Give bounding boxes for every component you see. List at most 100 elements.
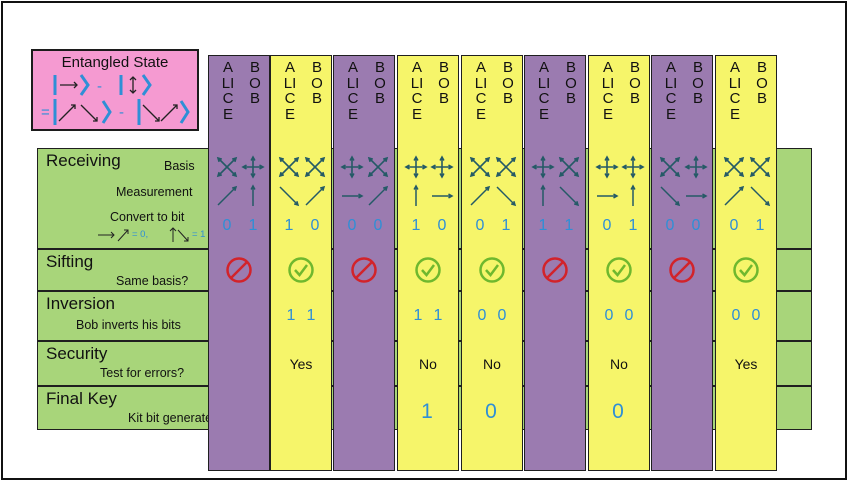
alice-label: ALICE: [537, 59, 551, 123]
column-names: ALICE BOB: [589, 60, 649, 150]
column-names: ALICE BOB: [209, 60, 269, 150]
security-result: Yes: [289, 356, 313, 372]
inversion-title: Inversion: [46, 294, 115, 313]
inverted-bit: 0: [604, 307, 614, 324]
alice-basis-plus-icon: [595, 155, 619, 179]
bob-measurement-vert-icon: [630, 184, 636, 206]
bob-basis-cross-icon: [749, 156, 771, 178]
alice-bit: 1: [538, 217, 548, 234]
alice-bit: 1: [411, 217, 421, 234]
alice-label: ALICE: [664, 59, 678, 123]
check-icon: [606, 257, 632, 283]
alice-measurement-diag-up-icon: [217, 185, 238, 206]
bob-bit: 1: [501, 217, 511, 234]
bob-label: BOB: [629, 59, 641, 107]
entangled-state-title: Entangled State: [61, 54, 169, 71]
column-names: ALICE BOB: [652, 60, 712, 150]
no-entry-icon: [669, 257, 695, 283]
final-key-title: Final Key: [46, 389, 117, 408]
security-result: No: [610, 356, 628, 372]
security-result: Yes: [734, 356, 758, 372]
alice-label: ALICE: [601, 59, 615, 123]
receiving-title: Receiving: [46, 151, 121, 170]
bob-label: BOB: [249, 59, 261, 107]
security-result: No: [419, 356, 437, 372]
no-entry-icon: [226, 257, 252, 283]
bob-basis-plus-icon: [621, 155, 645, 179]
bob-bit: 0: [373, 217, 383, 234]
alice-basis-cross-icon: [216, 156, 238, 178]
legend-zero: = 0,: [132, 229, 149, 240]
alice-bit: 0: [729, 217, 739, 234]
alice-label: ALICE: [221, 59, 235, 123]
bob-bit: 1: [628, 217, 638, 234]
legend-one: = 1: [192, 229, 206, 240]
alice-basis-cross-icon: [469, 156, 491, 178]
alice-basis-plus-icon: [404, 155, 428, 179]
bob-measurement-horiz-icon: [432, 193, 454, 199]
alice-bit: 0: [665, 217, 675, 234]
alice-label: ALICE: [346, 59, 360, 123]
inversion-sub: Bob inverts his bits: [76, 318, 181, 332]
inverted-bit: 0: [624, 307, 634, 324]
alice-basis-plus-icon: [340, 155, 364, 179]
bob-bit: 1: [564, 217, 574, 234]
bob-bit: 0: [310, 217, 320, 234]
sifting-sub: Same basis?: [116, 274, 189, 288]
security-sub: Test for errors?: [100, 366, 185, 380]
bob-basis-cross-icon: [558, 156, 580, 178]
bob-measurement-diag-up-icon: [305, 185, 326, 206]
alice-bit: 0: [602, 217, 612, 234]
inverted-bit: 1: [306, 307, 316, 324]
inverted-bit: 0: [477, 307, 487, 324]
bob-measurement-diag-down-icon: [559, 186, 580, 207]
check-icon: [733, 257, 759, 283]
convert-label: Convert to bit: [110, 210, 185, 224]
svg-text:-: -: [119, 104, 124, 121]
alice-bit: 0: [222, 217, 232, 234]
bob-basis-plus-icon: [241, 155, 265, 179]
bob-label: BOB: [692, 59, 704, 107]
inverted-bit: 1: [433, 307, 443, 324]
bob-measurement-diag-down-icon: [750, 186, 771, 207]
security-result: No: [483, 356, 501, 372]
bob-bit: 0: [691, 217, 701, 234]
alice-basis-plus-icon: [531, 155, 555, 179]
bob-label: BOB: [311, 59, 323, 107]
alice-label: ALICE: [410, 59, 424, 123]
alice-measurement-horiz-icon: [342, 193, 364, 199]
no-entry-icon: [542, 257, 568, 283]
bob-measurement-diag-up-icon: [368, 185, 389, 206]
alice-bit: 1: [284, 217, 294, 234]
inverted-bit: 0: [751, 307, 761, 324]
check-icon: [415, 257, 441, 283]
bob-basis-cross-icon: [304, 156, 326, 178]
alice-label: ALICE: [474, 59, 488, 123]
alice-measurement-diag-down-icon: [660, 186, 681, 207]
entangled-state-formula: - = -: [41, 74, 190, 125]
svg-text:-: -: [97, 78, 102, 95]
inverted-bit: 1: [286, 307, 296, 324]
sifting-title: Sifting: [46, 252, 94, 271]
alice-label: ALICE: [728, 59, 742, 123]
alice-basis-cross-icon: [723, 156, 745, 178]
entangled-state-box: Entangled State: [31, 49, 199, 131]
inverted-bit: 1: [413, 307, 423, 324]
alice-measurement-diag-up-icon: [470, 185, 491, 206]
security-title: Security: [46, 344, 108, 363]
bob-label: BOB: [438, 59, 450, 107]
column-names: ALICE BOB: [398, 60, 458, 150]
